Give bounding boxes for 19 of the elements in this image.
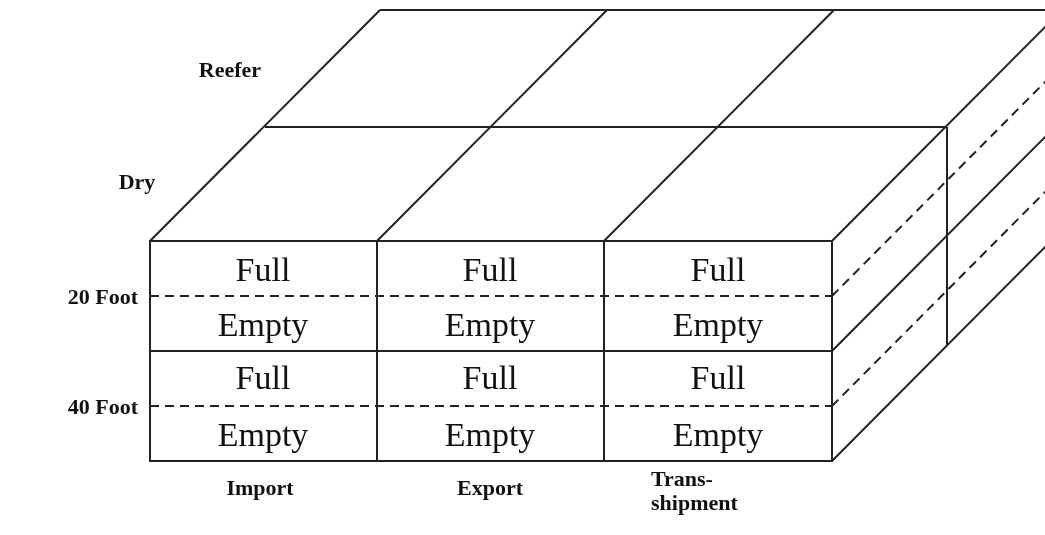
cell-text: Empty — [217, 306, 309, 344]
axis-label: Import — [226, 475, 294, 501]
cell-text: Full — [690, 359, 746, 397]
axis-label: Export — [457, 475, 523, 501]
axis-label: 20 Foot — [67, 284, 138, 310]
axis-label: Trans-shipment — [651, 467, 739, 516]
cell-text: Empty — [444, 306, 536, 344]
cell-text: Full — [462, 359, 518, 397]
cell-text: Empty — [444, 416, 536, 454]
axis-label: Reefer — [198, 57, 262, 83]
cell-text: Full — [235, 359, 291, 397]
axis-label: Dry — [118, 169, 156, 195]
cell-text: Empty — [217, 416, 309, 454]
cell-text: Full — [235, 251, 291, 289]
cell-text: Full — [462, 251, 518, 289]
cell-text: Full — [690, 251, 746, 289]
cell-text: Empty — [672, 416, 764, 454]
cell-text: Empty — [672, 306, 764, 344]
axis-label: 40 Foot — [67, 394, 138, 420]
